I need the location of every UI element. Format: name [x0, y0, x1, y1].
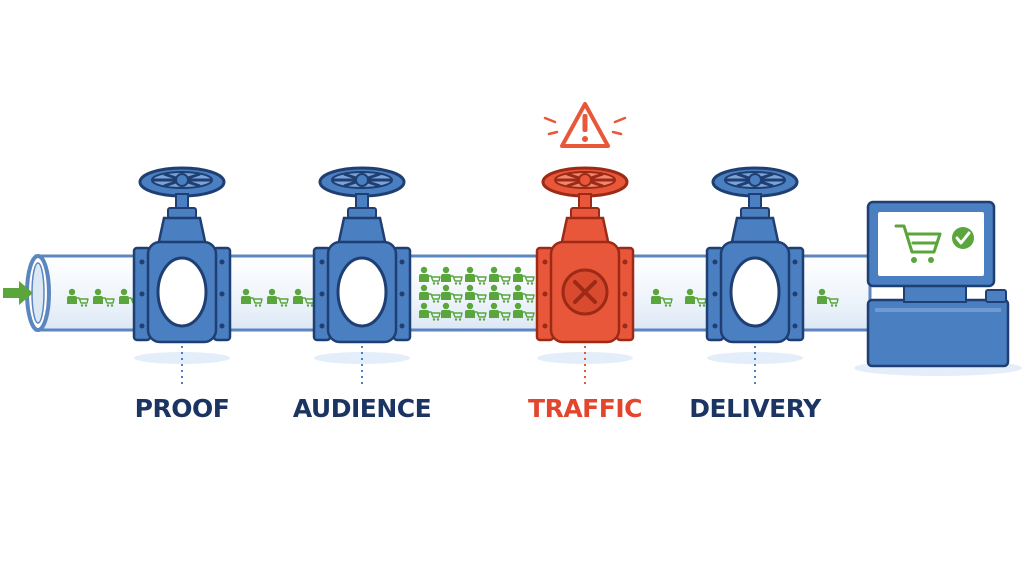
- person-cart-icon: [241, 288, 263, 307]
- person-cart-icon: [419, 284, 441, 303]
- valve-proof: [132, 166, 232, 388]
- handwheel-icon: [318, 166, 406, 198]
- valve-audience: [312, 166, 412, 388]
- stage-label-traffic: TRAFFIC: [528, 394, 642, 423]
- handwheel-icon: [711, 166, 799, 198]
- warning-triangle-icon: [543, 102, 627, 148]
- valve-traffic: [535, 102, 635, 388]
- person-cart-icon: [513, 302, 535, 321]
- pipe-inlet-inner: [31, 262, 45, 324]
- person-cart-icon: [817, 288, 839, 307]
- person-cart-icon: [489, 302, 511, 321]
- stage-label-proof: PROOF: [134, 394, 230, 423]
- handwheel-icon: [541, 166, 629, 198]
- person-cart-icon: [293, 288, 315, 307]
- person-cart-icon: [441, 266, 463, 285]
- handwheel-icon: [138, 166, 226, 198]
- person-cart-icon: [489, 266, 511, 285]
- stage-label-audience: AUDIENCE: [292, 394, 432, 423]
- person-cart-icon: [513, 266, 535, 285]
- person-cart-icon: [465, 266, 487, 285]
- person-cart-icon: [489, 284, 511, 303]
- valve-nut: [347, 207, 377, 219]
- person-cart-icon: [651, 288, 673, 307]
- person-cart-icon: [419, 266, 441, 285]
- arrow-right-icon: [3, 281, 33, 305]
- valve-nut: [167, 207, 197, 219]
- person-cart-icon: [67, 288, 89, 307]
- valve-opening: [336, 256, 388, 328]
- valve-delivery: [705, 166, 805, 388]
- person-cart-icon: [465, 284, 487, 303]
- valve-nut: [740, 207, 770, 219]
- person-cart-icon: [93, 288, 115, 307]
- shopping-cart-icon: [894, 224, 942, 263]
- person-cart-icon: [513, 284, 535, 303]
- person-cart-icon: [465, 302, 487, 321]
- person-cart-icon: [419, 302, 441, 321]
- valves: [132, 102, 805, 388]
- checkout-terminal-icon: [854, 200, 1022, 376]
- pipe-segment: [618, 254, 722, 332]
- x-circle-icon: [561, 268, 609, 316]
- person-cart-icon: [441, 284, 463, 303]
- valve-opening: [156, 256, 208, 328]
- person-cart-icon: [441, 302, 463, 321]
- person-cart-icon: [267, 288, 289, 307]
- shopper-flow: [67, 266, 839, 321]
- valve-opening: [729, 256, 781, 328]
- person-cart-icon: [685, 288, 707, 307]
- stage-label-delivery: DELIVERY: [689, 394, 821, 423]
- checkmark-circle-icon: [952, 227, 974, 249]
- valve-nut: [570, 207, 600, 219]
